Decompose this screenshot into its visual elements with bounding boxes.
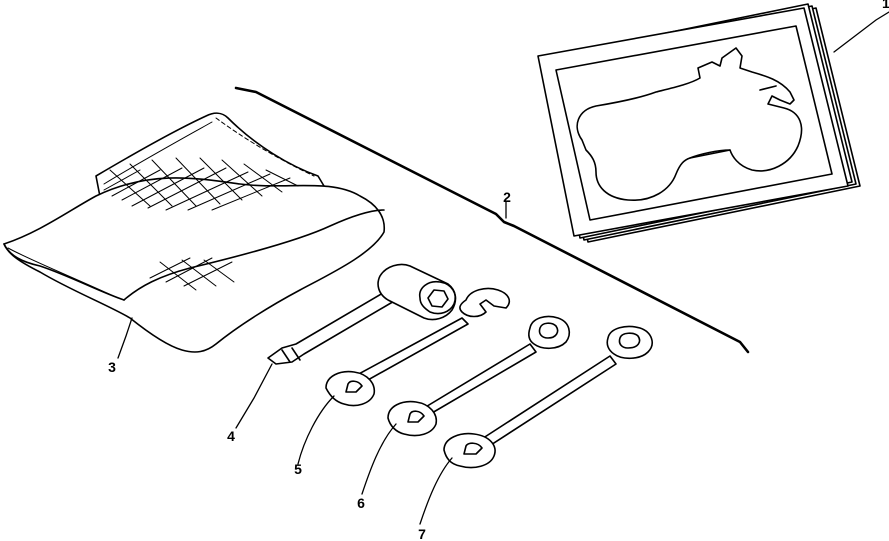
tool-bag	[3, 112, 385, 353]
atv-silhouette-icon	[576, 47, 803, 201]
callout-label-3: 3	[108, 359, 116, 375]
leader-5	[297, 395, 335, 465]
leader-6	[361, 423, 397, 495]
wrench-5	[325, 287, 511, 407]
leader-3	[117, 317, 133, 359]
wrench-6	[387, 315, 571, 437]
tool-kit-group-line	[234, 86, 750, 354]
leader-4	[235, 363, 273, 429]
owner-manual-book	[537, 3, 861, 243]
callout-leader-lines	[117, 11, 889, 525]
callout-label-7: 7	[418, 526, 426, 541]
leader-1	[833, 11, 889, 53]
wrench-7	[443, 325, 653, 469]
leader-7	[419, 457, 453, 525]
screwdriver-socket-tool	[267, 263, 457, 365]
callout-labels: 1 2 3 4 5 6 7	[108, 0, 889, 541]
callout-label-4: 4	[227, 428, 235, 444]
callout-label-5: 5	[294, 461, 302, 477]
fabric-texture	[103, 157, 299, 291]
callout-label-1: 1	[882, 0, 889, 11]
callout-label-6: 6	[357, 495, 365, 511]
callout-label-2: 2	[503, 189, 511, 205]
